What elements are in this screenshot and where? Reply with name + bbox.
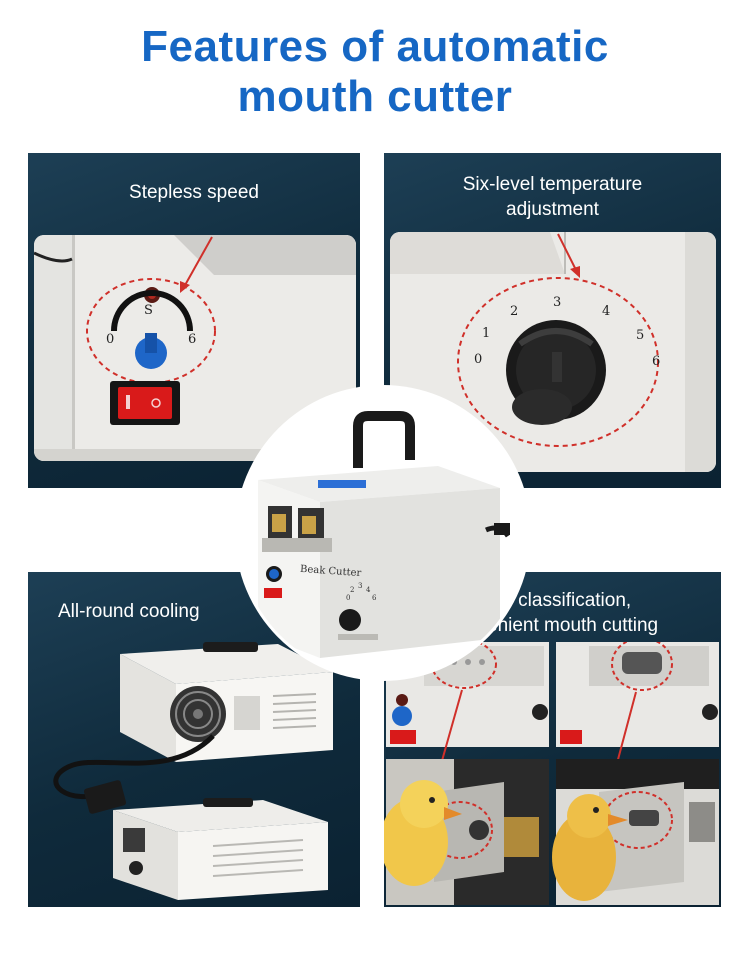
product-dial-label-6: 6 <box>372 594 377 602</box>
temp-label-3: 3 <box>553 295 562 310</box>
cooling-illustration <box>53 642 333 900</box>
hole-caption-line-2: convenient mouth cutting <box>446 615 659 636</box>
temp-label-5: 5 <box>636 328 645 343</box>
speed-label-0: 0 <box>106 332 115 347</box>
temp-label-1: 1 <box>482 326 491 341</box>
beak-cutter-illustration <box>238 388 528 678</box>
speed-label-6: 6 <box>188 332 197 347</box>
speed-caption: Stepless speed <box>129 182 259 203</box>
temperature-caption-line-1: Six-level temperature <box>462 174 643 195</box>
product-dial-label-0: 0 <box>346 594 351 602</box>
temp-label-6: 6 <box>652 354 661 369</box>
cooling-caption: All-round cooling <box>58 601 200 622</box>
temperature-caption: Six-level temperature adjustment <box>384 172 721 222</box>
temp-label-4: 4 <box>602 304 611 319</box>
product-dial-label-4: 4 <box>366 586 371 594</box>
page-title: Features of automatic mouth cutter <box>0 22 750 122</box>
temp-label-0: 0 <box>474 352 483 367</box>
temp-label-2: 2 <box>510 304 519 319</box>
product-dial-label-3: 3 <box>358 582 363 590</box>
hole-panel: Hole classification, convenient mouth cu… <box>384 572 721 907</box>
hole-illustration <box>384 642 719 905</box>
product-photo: Beak Cutter 0 2 3 4 6 <box>238 388 528 678</box>
title-line-2: mouth cutter <box>237 72 513 121</box>
speed-label-s: S <box>144 303 153 318</box>
title-line-1: Features of automatic <box>141 22 609 71</box>
temperature-caption-line-2: adjustment <box>506 199 599 220</box>
product-dial-label-2: 2 <box>350 586 355 594</box>
